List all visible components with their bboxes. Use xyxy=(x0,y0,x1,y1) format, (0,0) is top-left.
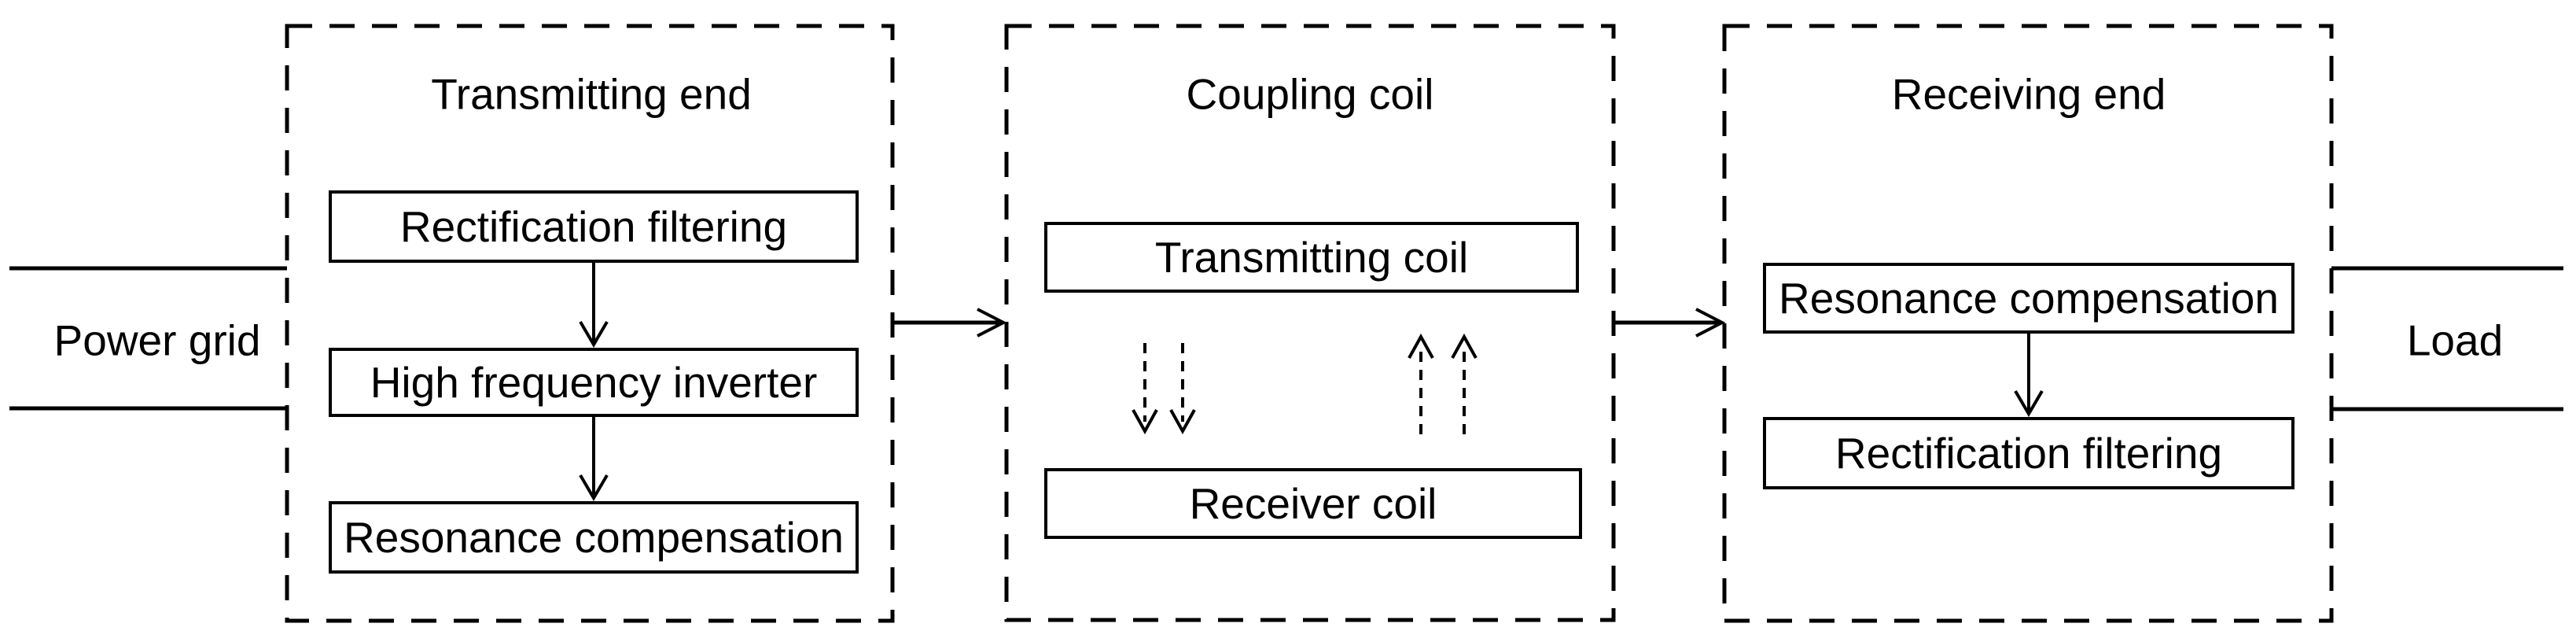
arrow-rectification-to-inverter xyxy=(579,263,609,348)
arrow-inverter-to-resonance xyxy=(579,417,609,501)
receiving-end-title: Receiving end xyxy=(1891,69,2166,119)
field-arrows-down xyxy=(1132,343,1196,435)
receiving-end-boundary xyxy=(1722,24,2334,623)
arrow-resonance-to-rectification xyxy=(2014,334,2044,417)
load-label: Load xyxy=(2406,315,2504,365)
field-arrows-up xyxy=(1408,333,1478,434)
block-rectification-filtering-tx: Rectification filtering xyxy=(329,190,859,263)
block-resonance-compensation-tx: Resonance compensation xyxy=(329,501,859,574)
block-transmitting-coil: Transmitting coil xyxy=(1044,222,1579,293)
transmitting-end-title: Transmitting end xyxy=(431,69,752,119)
load-connector-lines xyxy=(2331,266,2563,411)
arrow-coupling-to-receiving xyxy=(1614,308,1726,338)
power-grid-connector-lines xyxy=(9,266,287,411)
block-resonance-compensation-rx: Resonance compensation xyxy=(1763,263,2294,334)
coupling-coil-title: Coupling coil xyxy=(1186,69,1434,119)
power-grid-label: Power grid xyxy=(53,315,261,365)
block-high-frequency-inverter: High frequency inverter xyxy=(329,348,859,417)
block-receiver-coil: Receiver coil xyxy=(1044,468,1582,539)
block-rectification-filtering-rx: Rectification filtering xyxy=(1763,417,2294,489)
arrow-transmitting-to-coupling xyxy=(892,308,1007,338)
